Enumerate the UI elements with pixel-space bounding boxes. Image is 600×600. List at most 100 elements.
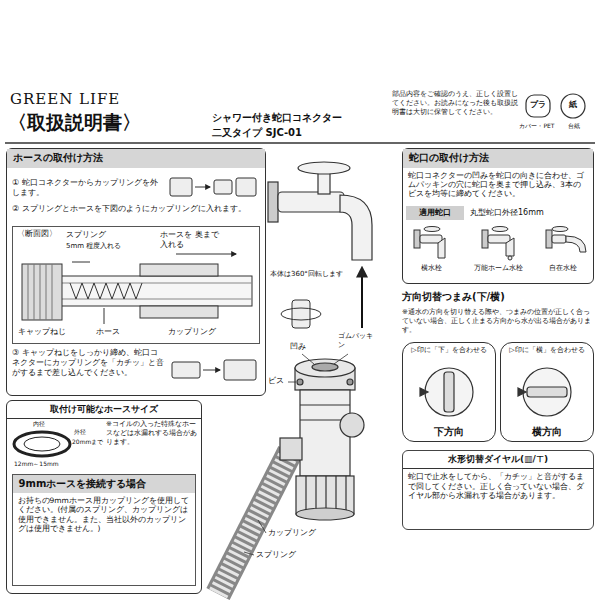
node-body: 横方向 [528,423,566,442]
knob-figure [523,368,571,416]
faucet-icon [424,227,440,232]
faucet [298,162,350,174]
node-body: 下方向 [430,423,468,442]
node-heading: 〈断面図〉 [13,227,259,241]
section-view-drawing [140,264,218,276]
knob-box: ▷印に「横」を合わせる横方向 [500,342,594,442]
knob-figure [527,387,567,397]
hose-ring [24,437,60,451]
faucet-icon [488,235,510,243]
faucet-icon [492,227,508,232]
leader-line [244,354,348,555]
brand-logo: GREEN LIFE [10,90,120,109]
connector-body [296,508,354,520]
leader-line [334,354,348,364]
faucet-icon [552,235,566,243]
step-figure [224,360,256,380]
leader-line [258,520,266,533]
rotation-figure [292,300,310,328]
spec-label: 丸型蛇口外径16mm [470,208,544,218]
section-view-drawing [40,276,252,306]
faucet-icon [506,238,514,256]
step-figure [203,370,220,371]
note-text: ※通水の方向を切り替える際や、つまみの位置が正しく合っていない場合、正しく止まる… [402,308,594,334]
section-view-drawing [140,306,218,318]
node-heading: ▷印に「横」を合わせる [505,343,588,358]
faucet-icon [546,230,552,248]
faucet-icon [566,236,586,252]
section-view-drawing [104,308,105,324]
leader-line [302,354,314,364]
connector-body [345,476,346,514]
faucet-type-label: 自在水栓 [532,264,594,273]
faucet-icon [414,227,586,261]
recycle-label: 紙 [561,100,585,110]
section-view-drawing [28,264,29,320]
connector-body [340,413,364,437]
note-box: 9mmホースを接続する場合お持ちの9mmホース用カップリングを使用してください。… [12,474,196,586]
faucet-type-label: 横水栓 [400,264,462,273]
knob-figure [444,372,454,412]
node-heading: 9mmホースを接続する場合 [13,475,195,494]
faucet-type-label: 万能ホーム水栓 [466,264,530,273]
part-label: スプリング [66,230,106,240]
section-view-drawing [22,254,252,324]
dimension-label: 5mm 程度入れる [66,242,121,251]
part-label: ゴムパッキン [338,332,374,350]
part-label: カップリング [268,528,316,538]
section-view-box: 〈断面図〉 [12,226,260,344]
faucet-icon [420,235,442,243]
recycle-mark [526,94,585,118]
node-heading: 蛇口の取付け方法 [403,149,593,168]
recycle-mark [526,95,550,117]
recycle-mark [561,94,585,118]
step-figure [172,362,200,378]
dimension-label: 12mm～15mm [14,460,59,468]
part-label: スプリング [256,550,296,560]
node-heading: 水形切替ダイヤル(▥/⊤) [403,451,593,469]
product-name: シャワー付き蛇口コネクター [212,112,342,125]
hose-ring [14,432,70,456]
step-figure [236,178,256,196]
note-text: 本体は360°回転します [270,270,346,279]
recycle-label: カバー・PET [514,122,560,130]
dimension-label: 20mmまで [72,438,103,446]
part-label: ビス [268,376,284,386]
recycle-label: プラ [526,100,550,110]
faucet [278,192,344,212]
recycle-label: 台紙 [556,122,592,130]
knob-figure [518,388,526,396]
section-view-drawing [46,264,47,320]
faucet [340,195,372,260]
node-heading: 取付け可能なホースサイズ [7,401,201,419]
connector-body [347,379,353,385]
faucet [318,172,330,194]
section-view-drawing [40,299,252,300]
connector-body [300,404,350,405]
section-view-drawing [22,264,62,320]
faucet-icon [438,238,445,258]
hose [218,452,290,594]
note-text: ※コイルの入った特殊なホースなどは水漏れする場合があります。 [106,420,198,446]
connector-body [295,359,355,377]
connector-body [280,438,302,460]
note-text: ホースを 奥まで入れる [160,230,220,250]
knob-figure [420,388,428,396]
step-figure [214,180,232,194]
node-body: お持ちの9mmホース用カップリングを使用してください。(付属のスプリング、カップ… [13,493,195,537]
part-label: ホース [96,327,120,337]
faucet [268,182,278,222]
hose [218,452,290,594]
faucet-icon [552,227,568,232]
step-text: ③ キャップねじをしっかり締め、蛇口コネクターにカップリングを「カチッ」と音がす… [12,348,164,378]
leader-line [288,382,296,383]
part-label: カップリング [168,327,216,337]
part-label: キャップねじ [18,327,66,337]
node-heading: ホースの取付け方法 [7,149,265,168]
section-view-drawing [34,264,35,320]
hose-ring [14,432,70,456]
section-view-drawing [52,264,53,320]
table-cell: 適用蛇口 [406,206,464,224]
model-number: 二又タイプ SJC-01 [212,127,302,140]
